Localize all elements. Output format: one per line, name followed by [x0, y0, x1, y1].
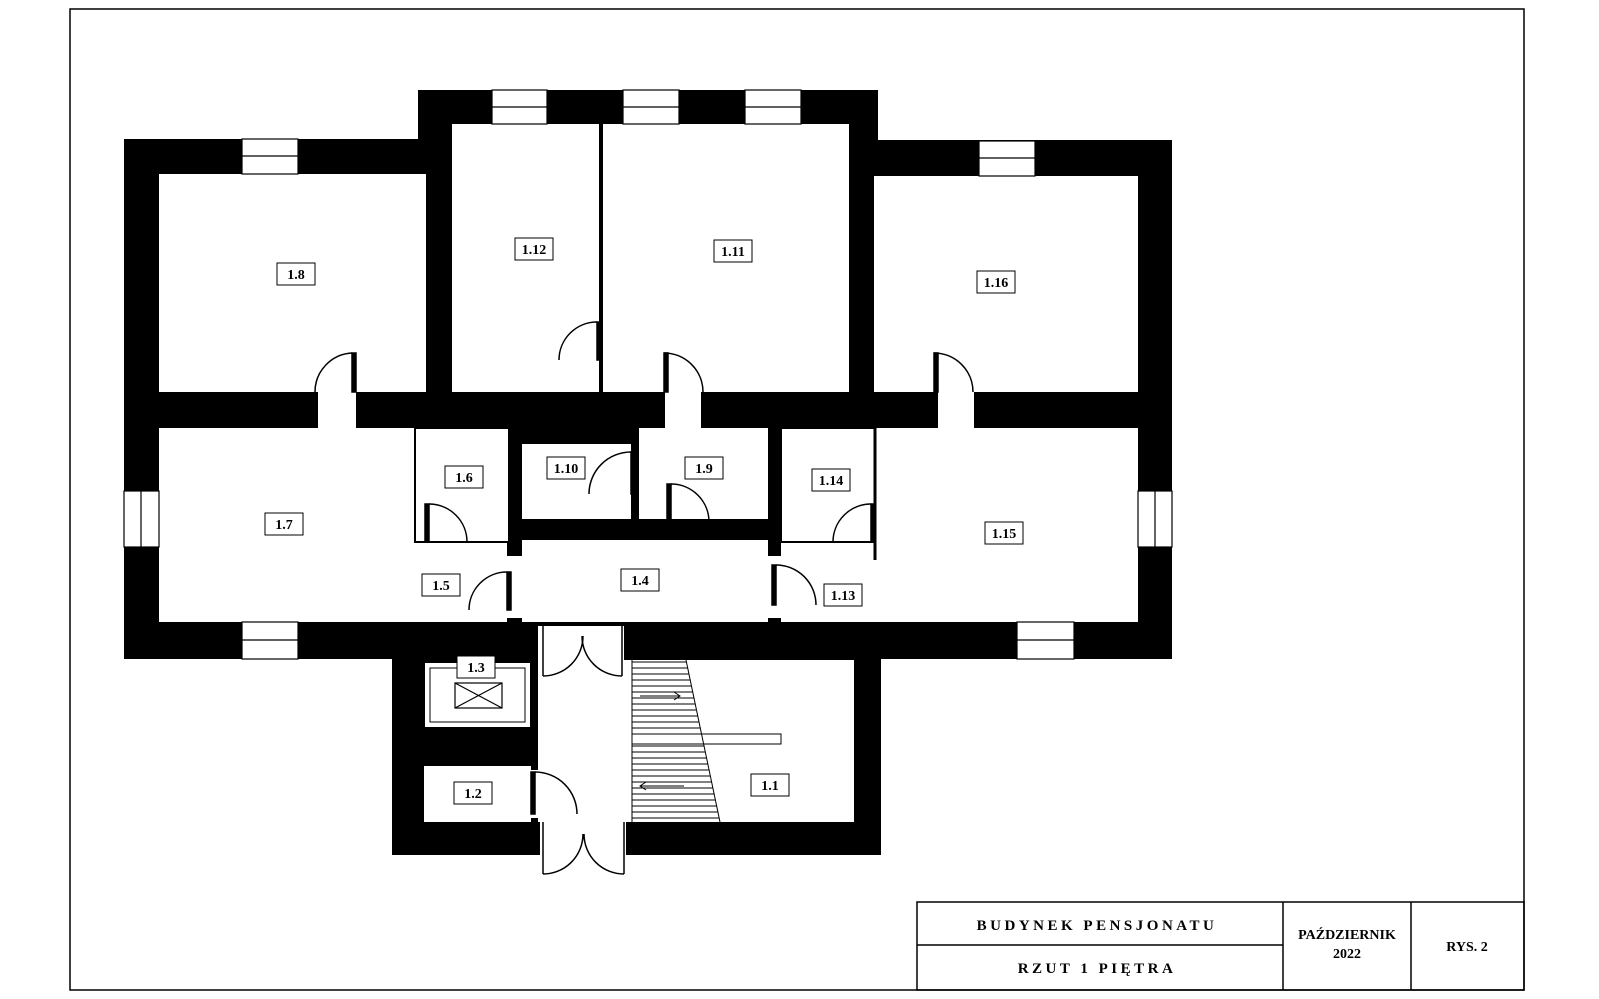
svg-text:1.9: 1.9: [695, 462, 713, 477]
svg-text:1.13: 1.13: [831, 589, 856, 604]
room-tag: 1.5: [421, 573, 461, 597]
door-1-9: [666, 483, 710, 523]
door-1-13: [771, 564, 817, 606]
room-tag: 1.7: [264, 512, 304, 536]
window-right-1-15: [1137, 490, 1173, 548]
door-1-6: [424, 503, 468, 543]
svg-text:1.3: 1.3: [467, 661, 485, 676]
window-top-1-16: [978, 140, 1036, 177]
lift-shaft-symbol: [454, 682, 503, 709]
svg-text:1.15: 1.15: [992, 527, 1017, 542]
window-bottom-1-7: [241, 621, 299, 660]
door-1-11: [663, 352, 704, 393]
title-sheet: RYS. 2: [1446, 940, 1488, 955]
room-tag: 1.12: [514, 237, 554, 261]
title-month: PAŹDZIERNIK: [1298, 926, 1396, 943]
drawing-frame: [69, 8, 1525, 991]
room-tag: 1.4: [620, 568, 660, 592]
window-top-1-11a: [622, 89, 680, 125]
svg-text:1.1: 1.1: [761, 779, 779, 794]
door-entrance-top: [542, 626, 623, 677]
room-tag: 1.15: [984, 521, 1024, 545]
room-tag: 1.13: [823, 583, 863, 607]
svg-text:1.2: 1.2: [464, 787, 482, 802]
room-tag: 1.1: [750, 773, 790, 797]
title-year: 2022: [1333, 947, 1361, 962]
door-entrance-bottom: [542, 822, 625, 875]
room-tag: 1.3: [456, 655, 496, 679]
door-1-10: [588, 451, 636, 495]
title-block: [916, 901, 1525, 991]
window-left-1-7: [123, 490, 160, 548]
room-tag: 1.11: [713, 239, 753, 263]
room-tag: 1.8: [276, 262, 316, 286]
door-1-16: [933, 352, 974, 393]
svg-text:1.6: 1.6: [455, 471, 473, 486]
svg-text:1.12: 1.12: [522, 243, 547, 258]
staircase: [631, 659, 782, 823]
room-labels: 1.8 1.12 1.11 1.16 1.7 1.6 1.10 1.9 1.14…: [264, 237, 1024, 805]
window-top-1-8: [241, 138, 299, 175]
svg-text:1.5: 1.5: [432, 579, 450, 594]
title-building-name: BUDYNEK PENSJONATU: [977, 918, 1218, 934]
window-top-1-11b: [744, 89, 802, 125]
svg-text:1.4: 1.4: [631, 574, 649, 589]
door-1-2: [530, 771, 578, 815]
door-1-14: [832, 503, 876, 543]
room-tag: 1.10: [546, 456, 586, 480]
door-1-5: [468, 571, 512, 611]
windows: [123, 89, 1173, 660]
window-top-1-12: [491, 89, 548, 125]
room-tag: 1.9: [684, 456, 724, 480]
room-tag: 1.14: [811, 468, 851, 492]
svg-text:1.7: 1.7: [275, 518, 293, 533]
room-tag: 1.2: [453, 781, 493, 805]
svg-text:1.11: 1.11: [721, 245, 745, 260]
door-1-8: [314, 352, 357, 393]
svg-text:1.10: 1.10: [554, 462, 579, 477]
svg-text:1.14: 1.14: [819, 474, 844, 489]
title-drawing-name: RZUT 1 PIĘTRA: [1018, 961, 1177, 977]
room-tag: 1.6: [444, 465, 484, 489]
doors: [314, 321, 974, 875]
svg-text:1.16: 1.16: [984, 276, 1009, 291]
window-bottom-1-15: [1016, 621, 1075, 660]
door-1-12: [558, 321, 602, 361]
room-tag: 1.16: [976, 270, 1016, 294]
svg-text:1.8: 1.8: [287, 268, 305, 283]
